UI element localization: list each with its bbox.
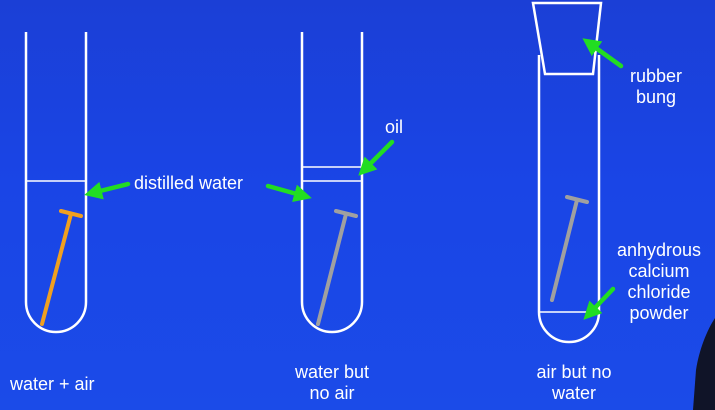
rusty-nail: [40, 209, 83, 326]
tube-2-glass: [300, 32, 364, 334]
rubber-bung: [531, 1, 603, 76]
arrow-to-oil: [358, 139, 395, 176]
caption-tube-2-line: no air: [309, 383, 355, 403]
tube-1-glass: [24, 32, 88, 334]
arrow-to-tube1-water: [84, 181, 131, 200]
label-drying-line: calcium: [628, 261, 690, 281]
test-tube-air-no-water: [531, 1, 603, 344]
clean-nail-in-water: [316, 209, 358, 326]
caption-tube-3-line: water: [551, 383, 596, 403]
label-rubber-bung-line1: rubber: [629, 66, 683, 86]
label-rubber-bung: rubber bung: [628, 66, 684, 108]
clean-nail-dry: [550, 195, 589, 302]
arrow-to-tube2-water: [265, 183, 312, 203]
test-tube-water-no-air: [300, 32, 364, 334]
label-drying-line: powder: [629, 303, 689, 323]
caption-tube-1: water + air: [10, 374, 95, 394]
label-drying-line: anhydrous: [616, 240, 702, 260]
caption-tube-2-line: water but: [294, 362, 370, 382]
label-distilled-water: distilled water: [134, 173, 244, 193]
arrow-to-bung: [582, 38, 624, 69]
tube-3-glass: [537, 55, 601, 344]
label-rubber-bung-line2: bung: [635, 87, 677, 107]
annotation-arrows: [84, 38, 624, 320]
presenter-silhouette: [693, 318, 715, 410]
test-tube-water-air: [24, 32, 88, 334]
arrow-to-drying-agent: [583, 286, 616, 320]
caption-tube-3-line: air but no: [536, 362, 612, 382]
label-drying-line: chloride: [627, 282, 691, 302]
caption-tube-3: air but no water: [514, 362, 634, 404]
label-oil: oil: [385, 117, 404, 137]
caption-tube-2: water but no air: [272, 362, 392, 404]
label-drying-agent: anhydrous calcium chloride powder: [613, 240, 705, 324]
